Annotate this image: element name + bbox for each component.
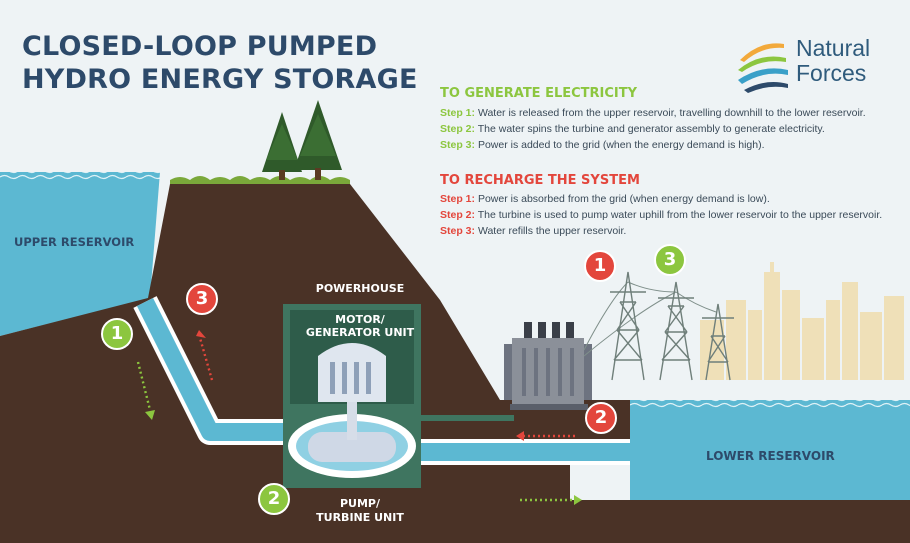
logo-line-2: Forces — [796, 60, 867, 86]
motor-label-line-1: MOTOR/ — [335, 313, 385, 326]
pump-turbine-label: PUMP/ TURBINE UNIT — [300, 497, 420, 525]
recharge-step-1-badge: 1 — [584, 250, 616, 282]
layered-hills-logo-icon — [738, 43, 788, 93]
turbine-unit — [308, 432, 396, 462]
recharge-heading: TO RECHARGE THE SYSTEM — [440, 173, 640, 188]
logo-wordmark: Natural Forces — [796, 36, 870, 86]
generate-step-2: Step 2: The water spins the turbine and … — [440, 123, 910, 136]
pump-label-line-1: PUMP/ — [339, 497, 381, 510]
lower-reservoir-water — [630, 400, 910, 500]
penstock-pipe-water — [136, 297, 630, 461]
generate-step-3-text: Power is added to the grid (when the ene… — [477, 139, 765, 151]
recharge-step-2-label: Step 2: — [440, 209, 476, 221]
generate-step-1-label: Step 1: — [440, 107, 476, 119]
title-line-1: CLOSED-LOOP PUMPED — [22, 31, 378, 62]
motor-label-line-2: GENERATOR UNIT — [305, 326, 415, 339]
recharge-step-3-badge: 3 — [186, 283, 218, 315]
generator-icon — [318, 343, 386, 402]
motor-generator-label: MOTOR/ GENERATOR UNIT — [296, 313, 424, 339]
city-skyline — [700, 262, 904, 380]
title-line-2: HYDRO ENERGY STORAGE — [22, 64, 418, 95]
recharge-arrow-uphill — [198, 337, 214, 381]
recharge-step-1-label: Step 1: — [440, 193, 476, 205]
pump-label-line-2: TURBINE UNIT — [316, 511, 404, 524]
recharge-step-3: Step 3: Water refills the upper reservoi… — [440, 225, 910, 238]
recharge-step-1: Step 1: Power is absorbed from the grid … — [440, 193, 910, 206]
lower-reservoir-waves — [630, 400, 910, 408]
generate-step-3-badge: 3 — [654, 244, 686, 276]
turbine-shaft — [347, 398, 357, 440]
pine-trees — [262, 100, 342, 180]
upper-reservoir-water — [0, 172, 160, 336]
flow-arrows — [136, 337, 575, 502]
generate-step-3-label: Step 3: — [440, 139, 476, 151]
upper-reservoir-waves — [0, 172, 160, 180]
arrow-heads — [145, 330, 582, 505]
transformer-icon — [504, 322, 592, 410]
generate-step-1-text: Water is released from the upper reservo… — [477, 107, 866, 119]
generate-heading: TO GENERATE ELECTRICITY — [440, 86, 638, 101]
grass-strip — [170, 176, 350, 184]
generate-step-3: Step 3: Power is added to the grid (when… — [440, 139, 910, 152]
hill-earth — [0, 184, 910, 543]
generate-step-1-badge: 1 — [101, 318, 133, 350]
upper-reservoir-label: UPPER RESERVOIR — [14, 235, 135, 249]
generate-step-2-text: The water spins the turbine and generato… — [477, 123, 825, 135]
page-title: CLOSED-LOOP PUMPED HYDRO ENERGY STORAGE — [22, 30, 442, 96]
recharge-step-2-badge: 2 — [585, 402, 617, 434]
generate-step-2-badge: 2 — [258, 483, 290, 515]
generate-step-1: Step 1: Water is released from the upper… — [440, 107, 910, 120]
generate-step-2-label: Step 2: — [440, 123, 476, 135]
electricity-pylons — [610, 271, 734, 381]
recharge-step-2-text: The turbine is used to pump water uphill… — [477, 209, 883, 221]
logo-line-1: Natural — [796, 35, 871, 61]
recharge-step-2: Step 2: The turbine is used to pump wate… — [440, 209, 910, 222]
recharge-step-1-text: Power is absorbed from the grid (when en… — [477, 193, 770, 205]
generate-arrow-downhill — [136, 361, 152, 411]
lower-reservoir-label: LOWER RESERVOIR — [706, 449, 835, 463]
recharge-step-3-label: Step 3: — [440, 225, 476, 237]
powerhouse-label: POWERHOUSE — [315, 282, 405, 295]
recharge-step-3-text: Water refills the upper reservoir. — [477, 225, 627, 237]
